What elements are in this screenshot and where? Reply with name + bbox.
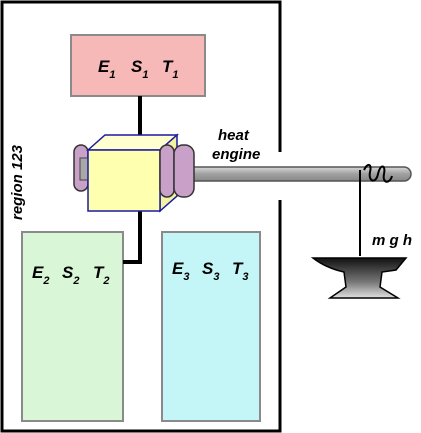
- weight-label: m g h: [372, 232, 412, 249]
- connector-engine-r2: [123, 205, 142, 264]
- region-boundary: [0, 0, 282, 433]
- rope-coil: [363, 164, 393, 183]
- right-disk: [159, 144, 195, 198]
- anvil-weight: [310, 257, 408, 299]
- reservoir-2-box: [21, 231, 124, 422]
- reservoir-3-label: E3 S3 T3: [172, 259, 249, 284]
- reservoir-2-label: E2 S2 T2: [32, 263, 110, 288]
- reservoir-3-box: [161, 231, 261, 422]
- engine-label: heat engine: [212, 127, 260, 163]
- region-label: region 123: [9, 144, 26, 220]
- reservoir-1-label: E1 S1 T1: [98, 57, 179, 82]
